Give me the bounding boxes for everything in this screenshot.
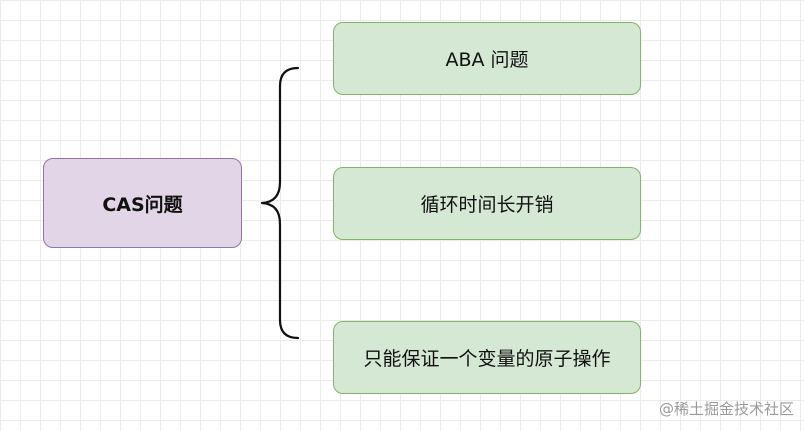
curly-brace-connector	[260, 66, 300, 340]
child-node-long-loop-overhead[interactable]: 循环时间长开销	[333, 167, 641, 240]
root-node-label: CAS问题	[102, 193, 183, 216]
child-node-label: 只能保证一个变量的原子操作	[363, 348, 611, 370]
child-node-aba-problem[interactable]: ABA 问题	[333, 22, 641, 95]
root-node-cas-problem[interactable]: CAS问题	[43, 158, 242, 248]
child-node-single-variable-atomicity[interactable]: 只能保证一个变量的原子操作	[333, 321, 641, 394]
child-node-label: 循环时间长开销	[420, 194, 554, 216]
child-node-label: ABA 问题	[445, 49, 529, 71]
watermark-text: @稀土掘金技术社区	[658, 400, 794, 418]
